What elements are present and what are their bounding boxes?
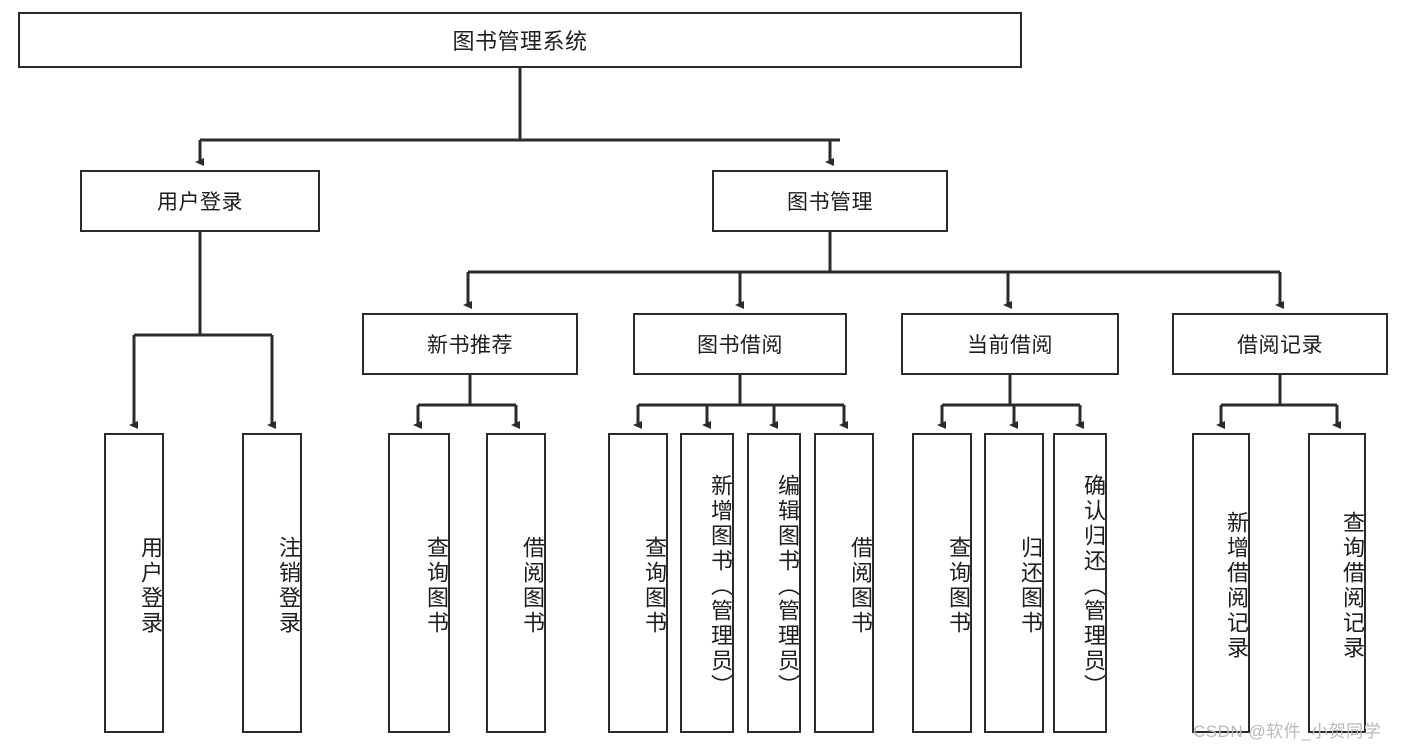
leaf-label: 归还图书 — [1018, 536, 1043, 636]
leaf-label: 查询图书 — [642, 536, 667, 636]
leaf-label: 借阅图书 — [520, 536, 545, 636]
leaf-logout[interactable]: 注销登录 — [242, 433, 302, 733]
leaf-add-book-admin[interactable]: 新增图书（管理员） — [680, 433, 734, 733]
node-current-borrow[interactable]: 当前借阅 — [901, 313, 1119, 375]
leaf-label: 确认归还（管理员） — [1081, 473, 1106, 699]
leaf-query-book-new[interactable]: 查询图书 — [388, 433, 450, 733]
node-new-book-recommend[interactable]: 新书推荐 — [362, 313, 578, 375]
leaf-query-book-current[interactable]: 查询图书 — [912, 433, 972, 733]
leaf-borrow-book-borrow[interactable]: 借阅图书 — [814, 433, 874, 733]
leaf-label: 用户登录 — [138, 536, 163, 636]
leaf-label: 查询借阅记录 — [1340, 511, 1365, 661]
leaf-confirm-return-admin[interactable]: 确认归还（管理员） — [1053, 433, 1107, 733]
leaf-query-book-borrow[interactable]: 查询图书 — [608, 433, 668, 733]
leaf-edit-book-admin[interactable]: 编辑图书（管理员） — [747, 433, 801, 733]
node-borrow-record[interactable]: 借阅记录 — [1172, 313, 1388, 375]
leaf-return-book[interactable]: 归还图书 — [984, 433, 1044, 733]
node-user-login[interactable]: 用户登录 — [80, 170, 320, 232]
leaf-borrow-book-new[interactable]: 借阅图书 — [486, 433, 546, 733]
node-root[interactable]: 图书管理系统 — [18, 12, 1022, 68]
leaf-label: 新增借阅记录 — [1224, 511, 1249, 661]
leaf-label: 借阅图书 — [848, 536, 873, 636]
leaf-label: 查询图书 — [946, 536, 971, 636]
leaf-label: 编辑图书（管理员） — [775, 473, 800, 699]
leaf-label: 查询图书 — [424, 536, 449, 636]
node-book-borrow[interactable]: 图书借阅 — [633, 313, 847, 375]
csdn-watermark: CSDN @软件_小贺同学 — [1193, 722, 1382, 741]
leaf-label: 新增图书（管理员） — [708, 473, 733, 699]
node-book-manage[interactable]: 图书管理 — [712, 170, 948, 232]
leaf-query-borrow-record[interactable]: 查询借阅记录 — [1308, 433, 1366, 733]
leaf-user-login[interactable]: 用户登录 — [104, 433, 164, 733]
leaf-add-borrow-record[interactable]: 新增借阅记录 — [1192, 433, 1250, 733]
leaf-label: 注销登录 — [276, 536, 301, 636]
